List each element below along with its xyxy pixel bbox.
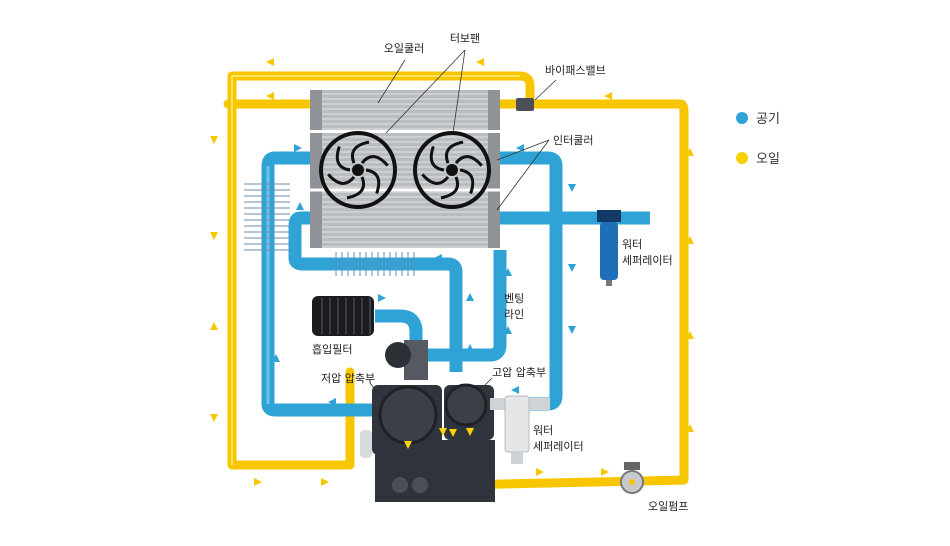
leader-lines: [369, 49, 557, 394]
label-water-separator-bottom-2: 세퍼레이터: [533, 440, 584, 453]
label-turbo-fan: 터보팬: [450, 32, 480, 45]
label-water-separator-bottom-1: 워터: [533, 424, 553, 437]
fan-blade: [421, 173, 450, 185]
label-venting-line-2: 라인: [504, 308, 524, 321]
label-intercooler: 인터쿨러: [553, 134, 593, 147]
label-bypass-valve: 바이패스밸브: [545, 64, 606, 77]
flow-arrow-icon: [321, 478, 329, 486]
flow-arrow-icon: [328, 398, 336, 406]
fan-blade: [429, 146, 445, 172]
legend-oil-label: 오일: [756, 152, 780, 167]
flow-arrow-icon: [686, 331, 694, 339]
flow-arrow-icon: [378, 294, 386, 302]
flow-arrow-icon: [536, 468, 544, 476]
label-high-pressure: 고압 압축부: [492, 366, 546, 379]
flow-arrow-icon: [210, 414, 218, 422]
flow-arrow-icon: [511, 386, 519, 394]
bypass-valve-icon: [516, 98, 534, 111]
flow-arrow-icon: [434, 254, 442, 262]
compressor-unit: [360, 340, 495, 502]
oil-cooler: [310, 90, 500, 130]
flow-arrow-icon: [504, 268, 512, 276]
flow-arrow-icon: [210, 232, 218, 240]
turbo-fan-left-icon: [319, 131, 397, 209]
fan-blade: [346, 176, 366, 200]
flow-arrow-icon: [504, 326, 512, 334]
fan-blade: [350, 140, 370, 164]
flow-arrow-icon: [404, 441, 412, 449]
label-venting-line-1: 벤팅: [504, 292, 524, 305]
flow-arrow-icon: [466, 293, 474, 301]
flow-arrow-icon: [568, 264, 576, 272]
fan-blade: [365, 168, 381, 194]
flow-arrow-icon: [254, 478, 262, 486]
fan-blade: [360, 155, 389, 167]
label-water-separator-top-2: 세퍼레이터: [622, 254, 673, 267]
flow-arrow-icon: [568, 326, 576, 334]
oil-circuit: [223, 71, 689, 490]
oil-pump-icon: [620, 462, 644, 494]
flow-arrow-icon: [272, 354, 280, 362]
air-circuit: [261, 151, 650, 417]
fan-blade: [454, 155, 483, 167]
flow-arrow-icon: [466, 344, 474, 352]
intercooler: [310, 133, 500, 248]
flow-arrow-icon: [686, 148, 694, 156]
label-low-pressure: 저압 압축부: [321, 372, 375, 385]
water-separator-top: [597, 210, 621, 286]
water-separator-bottom: [490, 395, 550, 464]
flow-arrow-icon: [210, 136, 218, 144]
legend-air-swatch: [736, 112, 748, 124]
flow-arrow-icon: [686, 424, 694, 432]
flow-arrow-icon: [476, 58, 484, 66]
flow-arrow-icon: [568, 184, 576, 192]
flow-arrow-icon: [439, 428, 447, 436]
fan-blade: [327, 173, 356, 185]
fan-blade: [459, 168, 475, 194]
turbo-fan-right-icon: [413, 131, 491, 209]
flow-arrow-icon: [601, 468, 609, 476]
legend-oil-swatch: [736, 152, 748, 164]
label-water-separator-top-1: 워터: [622, 238, 642, 251]
legend: 공기 오일: [736, 112, 780, 167]
flow-arrow-icon: [686, 236, 694, 244]
flow-arrow-icon: [449, 429, 457, 437]
fan-blade: [440, 176, 460, 200]
flow-arrow-icon: [466, 428, 474, 436]
flow-arrow-icon: [294, 144, 302, 152]
legend-air-label: 공기: [756, 112, 780, 127]
fan-blade: [444, 140, 464, 164]
cooling-fins: [244, 183, 415, 276]
label-oil-pump: 오일펌프: [648, 499, 688, 513]
flow-arrow-icon: [266, 92, 274, 100]
flow-arrows: [210, 58, 694, 486]
label-oil-cooler: 오일쿨러: [384, 41, 424, 55]
fan-blade: [335, 146, 351, 172]
flow-arrow-icon: [604, 92, 612, 100]
label-intake-filter: 흡입필터: [312, 342, 352, 356]
flow-arrow-icon: [296, 202, 304, 210]
flow-arrow-icon: [266, 58, 274, 66]
flow-arrow-icon: [210, 322, 218, 330]
intake-filter: [312, 296, 374, 336]
